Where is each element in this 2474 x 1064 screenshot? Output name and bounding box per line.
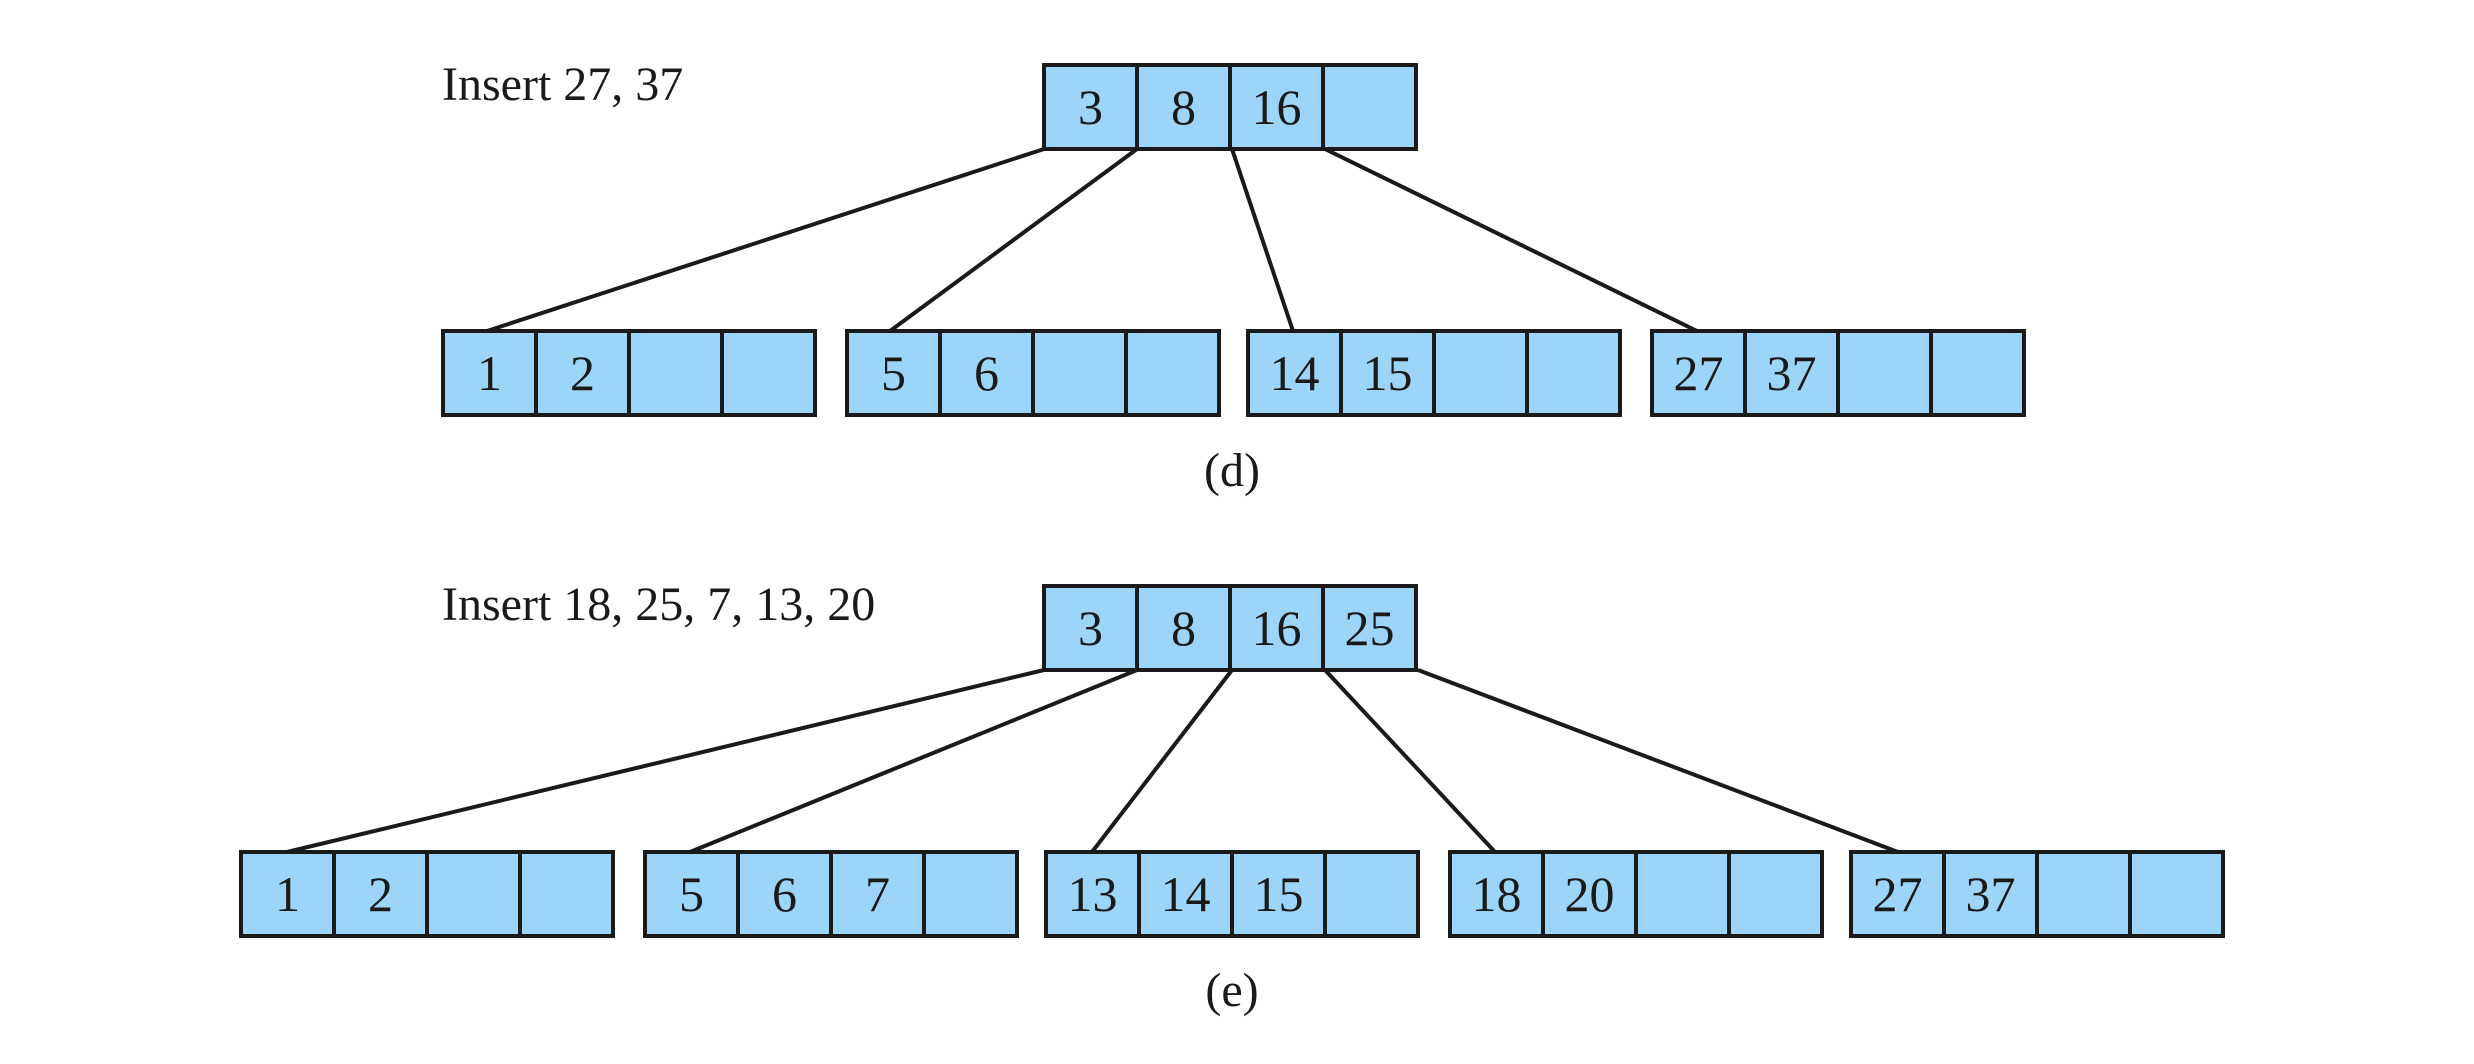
child-d-2-cell-3 [1525, 329, 1622, 417]
instruction-e: Insert 18, 25, 7, 13, 20 [442, 578, 875, 631]
root-d-key-0: 3 [1078, 79, 1103, 135]
child-e-4-key-0: 27 [1873, 866, 1923, 922]
edges-e [286, 668, 1899, 854]
edge-e-3 [1323, 668, 1497, 854]
edge-e-2 [1090, 668, 1234, 854]
child-e-2-cell-3 [1323, 850, 1420, 938]
child-node-d-2: 14 15 [1246, 329, 1622, 417]
child-d-3-cell-0 [1650, 329, 1747, 417]
edges-d [486, 147, 1698, 333]
child-d-0-cell-3 [720, 329, 817, 417]
child-e-3-cell-2 [1634, 850, 1731, 938]
root-e-cell-0 [1042, 584, 1139, 672]
edge-d-2 [1230, 148, 1295, 332]
panel-label-e: (e) [1205, 964, 1258, 1017]
edge-d-1 [888, 147, 1139, 333]
root-e-key-0: 3 [1078, 600, 1103, 656]
root-node-e: 3 8 16 25 [1042, 584, 1418, 672]
child-d-1-cell-1 [938, 329, 1035, 417]
child-e-1-cell-3 [922, 850, 1019, 938]
child-e-2-key-0: 13 [1068, 866, 1118, 922]
root-e-key-3: 25 [1345, 600, 1395, 656]
child-e-1-cell-2 [829, 850, 926, 938]
child-d-3-cell-3 [1929, 329, 2026, 417]
child-e-3-cell-1 [1541, 850, 1638, 938]
instruction-d: Insert 27, 37 [442, 58, 683, 111]
child-e-0-key-0: 1 [275, 866, 300, 922]
child-e-1-cell-1 [736, 850, 833, 938]
child-e-2-cell-2 [1230, 850, 1327, 938]
child-e-0-key-1: 2 [368, 866, 393, 922]
root-e-key-2: 16 [1252, 600, 1302, 656]
child-e-3-cell-3 [1727, 850, 1824, 938]
child-d-2-key-1: 15 [1363, 345, 1413, 401]
edge-e-0 [286, 668, 1045, 854]
child-e-4-cell-1 [1942, 850, 2039, 938]
root-e-key-1: 8 [1171, 600, 1196, 656]
child-d-1-key-1: 6 [974, 345, 999, 401]
child-e-0-cell-2 [425, 850, 522, 938]
child-d-2-cell-0 [1246, 329, 1343, 417]
child-e-3-key-0: 18 [1472, 866, 1522, 922]
edge-e-1 [689, 668, 1138, 854]
child-d-2-key-0: 14 [1270, 345, 1320, 401]
child-d-1-key-0: 5 [881, 345, 906, 401]
child-e-2-key-2: 15 [1254, 866, 1304, 922]
child-d-3-cell-2 [1836, 329, 1933, 417]
child-e-4-key-1: 37 [1966, 866, 2016, 922]
panel-label-d: (d) [1204, 444, 1260, 497]
root-e-cell-1 [1135, 584, 1232, 672]
child-node-e-2: 13 14 15 [1044, 850, 1420, 938]
root-d-key-1: 8 [1171, 79, 1196, 135]
child-d-1-cell-2 [1031, 329, 1128, 417]
child-e-4-cell-2 [2035, 850, 2132, 938]
child-e-2-cell-0 [1044, 850, 1141, 938]
child-e-1-key-2: 7 [865, 866, 890, 922]
child-d-2-cell-1 [1339, 329, 1436, 417]
root-d-cell-0 [1042, 63, 1139, 151]
child-node-e-1: 5 6 7 [643, 850, 1019, 938]
edge-e-4 [1417, 668, 1899, 854]
child-node-d-3: 27 37 [1650, 329, 2026, 417]
child-e-2-key-1: 14 [1161, 866, 1211, 922]
root-d-cell-2 [1228, 63, 1325, 151]
root-d-cell-3 [1321, 63, 1418, 151]
child-e-0-cell-3 [518, 850, 615, 938]
edge-d-0 [486, 147, 1045, 333]
child-d-1-cell-3 [1124, 329, 1221, 417]
root-d-cell-1 [1135, 63, 1232, 151]
child-e-3-key-1: 20 [1565, 866, 1615, 922]
child-e-0-cell-1 [332, 850, 429, 938]
child-d-3-key-0: 27 [1674, 345, 1724, 401]
child-d-0-key-1: 2 [570, 345, 595, 401]
edge-d-3 [1324, 147, 1698, 333]
child-d-0-key-0: 1 [477, 345, 502, 401]
child-e-0-cell-0 [239, 850, 336, 938]
root-e-cell-3 [1321, 584, 1418, 672]
root-e-cell-2 [1228, 584, 1325, 672]
child-e-4-cell-3 [2128, 850, 2225, 938]
child-d-3-key-1: 37 [1767, 345, 1817, 401]
child-d-0-cell-2 [627, 329, 724, 417]
child-e-1-key-1: 6 [772, 866, 797, 922]
child-node-e-4: 27 37 [1849, 850, 2225, 938]
root-d-key-2: 16 [1252, 79, 1302, 135]
root-node-d: 3 8 16 [1042, 63, 1418, 151]
child-d-0-cell-1 [534, 329, 631, 417]
child-d-2-cell-2 [1432, 329, 1529, 417]
child-e-1-key-0: 5 [679, 866, 704, 922]
